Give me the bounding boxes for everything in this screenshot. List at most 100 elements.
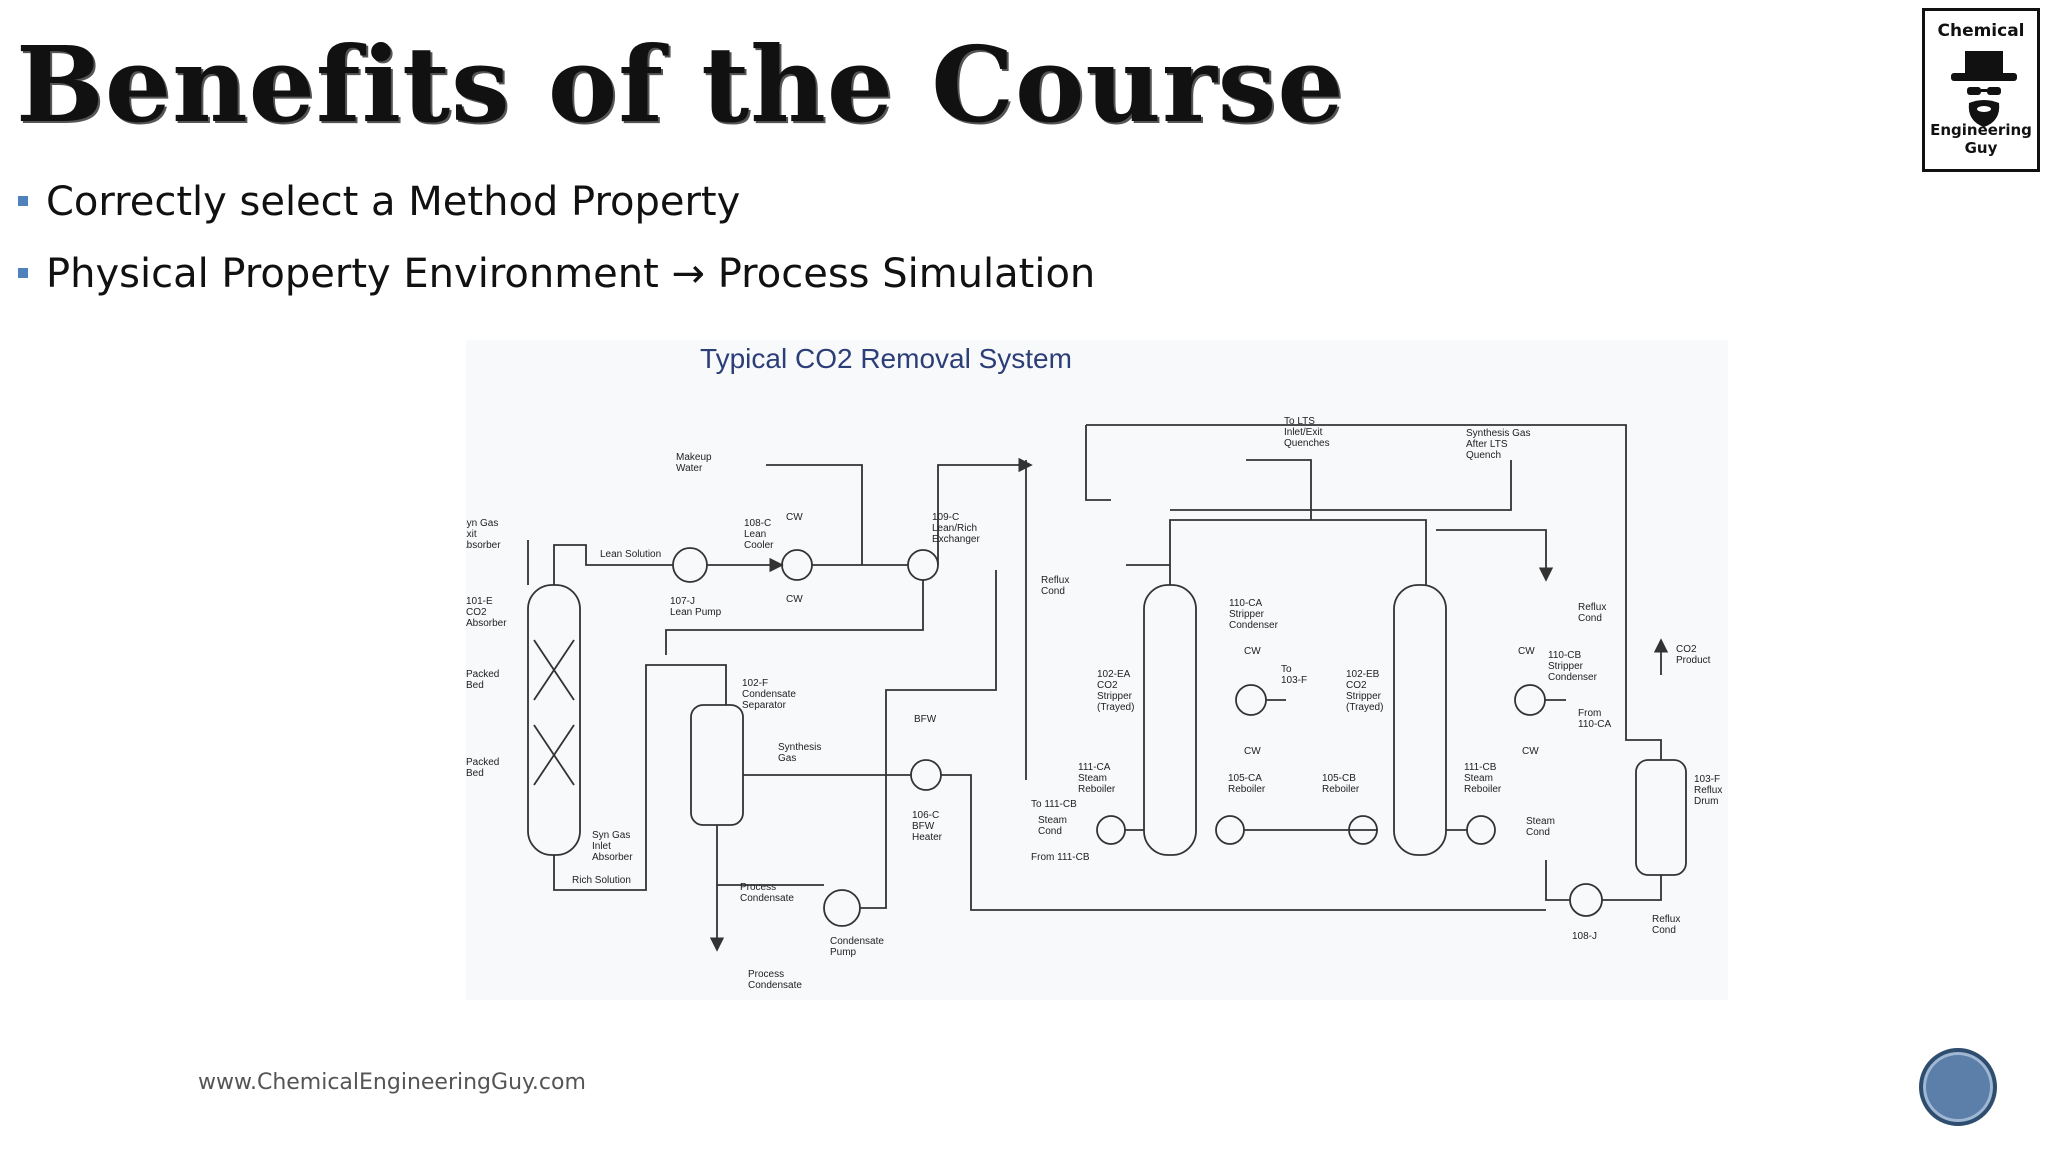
separator-102f (690, 704, 744, 826)
label-syn-gas-exit-1: Syn Gas (466, 518, 498, 529)
condenser-110cb (1514, 684, 1546, 716)
lean-cooler-108c (781, 549, 813, 581)
exchanger-109c (907, 549, 939, 581)
label-packed-bed-1: Packed (466, 669, 499, 680)
label-syn-gas-after-2: After LTS (1466, 439, 1508, 450)
label-pump-107j-2: Lean Pump (670, 607, 722, 618)
page-badge-icon (1919, 1048, 1997, 1126)
lean-pump-107j (672, 547, 708, 583)
bullet-item: Physical Property Environment → Process … (16, 242, 1095, 314)
absorber-101e (527, 584, 581, 856)
label-bfw: BFW (914, 714, 937, 725)
label-reflux-cond-drum-1: Reflux (1652, 914, 1680, 925)
label-absorber-2: CO2 (466, 607, 487, 618)
label-reboiler-105ca-2: Reboiler (1228, 784, 1266, 795)
label-cw-110cb-top: CW (1518, 646, 1535, 657)
label-condenser-110ca-2: Stripper (1229, 609, 1265, 620)
label-syn-gas-inlet-2: Inlet (592, 841, 611, 852)
reboiler-111ca (1096, 815, 1126, 845)
reflux-pump-108j (1569, 883, 1603, 917)
label-steam-cond-1: Steam (1038, 815, 1067, 826)
label-condensate-pump-1: Condensate (830, 936, 884, 947)
bullet-marker (18, 268, 28, 278)
label-syn-gas-after-1: Synthesis Gas (1466, 428, 1530, 439)
label-stripper-a-3: Stripper (1097, 691, 1133, 702)
label-reflux-cond-drum-2: Cond (1652, 925, 1676, 936)
bullet-item: Correctly select a Method Property (16, 170, 1095, 242)
label-cw-110ca-top: CW (1244, 646, 1261, 657)
label-steam-cond-3: Steam (1526, 816, 1555, 827)
label-reboiler-105cb-2: Reboiler (1322, 784, 1360, 795)
label-reboiler-105ca-1: 105-CA (1228, 773, 1262, 784)
hat-glasses-beard-icon (1951, 51, 2017, 127)
label-condensate-pump-2: Pump (830, 947, 857, 958)
label-stripper-a-2: CO2 (1097, 680, 1118, 691)
label-stripper-b-4: (Trayed) (1346, 702, 1383, 713)
label-exchanger-3: Exchanger (932, 534, 980, 545)
label-cw-110cb-bottom: CW (1522, 746, 1539, 757)
label-syn-gas-exit-2: Exit (466, 529, 477, 540)
label-lean-solution: Lean Solution (600, 549, 661, 560)
bullet-marker (18, 196, 28, 206)
label-cw-cooler-top: CW (786, 512, 803, 523)
label-stripper-a-4: (Trayed) (1097, 702, 1134, 713)
footer-url[interactable]: www.ChemicalEngineeringGuy.com (198, 1070, 586, 1095)
label-steam-cond-2: Cond (1038, 826, 1062, 837)
label-drum-1: 103-F (1694, 774, 1720, 785)
label-cw-cooler-bottom: CW (786, 594, 803, 605)
label-packed-bed-4: Bed (466, 768, 484, 779)
label-reboiler-111ca-1: 111-CA (1078, 762, 1111, 773)
label-separator-3: Separator (742, 700, 787, 711)
label-reboiler-111ca-2: Steam (1078, 773, 1107, 784)
label-condenser-110ca-1: 110-CA (1229, 598, 1262, 609)
condenser-110ca (1235, 684, 1267, 716)
label-reflux-cond-right-1: Reflux (1578, 602, 1606, 613)
label-cw-110ca-bottom: CW (1244, 746, 1261, 757)
label-reboiler-111cb-1: 111-CB (1464, 762, 1497, 773)
slide-title: Benefits of the Course (16, 23, 1345, 146)
label-condenser-110cb-2: Stripper (1548, 661, 1584, 672)
label-to-111cb: To 111-CB (1031, 799, 1077, 810)
label-syn-gas-inlet-3: Absorber (592, 852, 633, 863)
label-condenser-110ca-3: Condenser (1229, 620, 1279, 631)
label-drum-3: Drum (1694, 796, 1718, 807)
reflux-drum-103f (1635, 759, 1687, 876)
label-to-lts-1: To LTS (1284, 416, 1315, 427)
label-syn-gas-after-3: Quench (1466, 450, 1501, 461)
logo-bottom-text: Engineering Guy (1930, 121, 2032, 157)
label-to-103f-1: To (1281, 664, 1292, 675)
label-heater-3: Heater (912, 832, 943, 843)
bullet-text: Physical Property Environment → Process … (46, 251, 1096, 297)
label-condenser-110cb-3: Condenser (1548, 672, 1598, 683)
label-absorber-1: 101-E (466, 596, 493, 607)
label-heater-1: 106-C (912, 810, 939, 821)
bfw-heater-106c (910, 759, 942, 791)
label-reflux-cond-right-2: Cond (1578, 613, 1602, 624)
bullet-text: Correctly select a Method Property (46, 179, 741, 225)
label-reboiler-111cb-3: Reboiler (1464, 784, 1502, 795)
label-heater-2: BFW (912, 821, 935, 832)
stripper-102ea (1143, 584, 1197, 856)
brand-logo: Chemical Engineering Guy (1922, 8, 2040, 172)
label-to-103f-2: 103-F (1281, 675, 1307, 686)
label-separator-1: 102-F (742, 678, 768, 689)
label-to-lts-2: Inlet/Exit (1284, 427, 1323, 438)
label-stripper-b-3: Stripper (1346, 691, 1382, 702)
label-exchanger-1: 109-C (932, 512, 959, 523)
label-from-110ca-1: From (1578, 708, 1601, 719)
label-reboiler-111cb-2: Steam (1464, 773, 1493, 784)
label-from-111cb: From 111-CB (1031, 852, 1090, 863)
label-process-condensate-4: Condensate (748, 980, 802, 991)
label-absorber-3: Absorber (466, 618, 507, 629)
label-cooler-3: Cooler (744, 540, 774, 551)
label-exchanger-2: Lean/Rich (932, 523, 977, 534)
label-reflux-cond-1: Reflux (1041, 575, 1069, 586)
label-rich-solution: Rich Solution (572, 875, 631, 886)
label-synthesis-gas-2: Gas (778, 753, 796, 764)
reboiler-111cb (1466, 815, 1496, 845)
label-reboiler-105cb-1: 105-CB (1322, 773, 1356, 784)
label-to-lts-3: Quenches (1284, 438, 1330, 449)
label-stripper-b-2: CO2 (1346, 680, 1367, 691)
bullet-list: Correctly select a Method Property Physi… (16, 170, 1095, 314)
label-separator-2: Condensate (742, 689, 796, 700)
